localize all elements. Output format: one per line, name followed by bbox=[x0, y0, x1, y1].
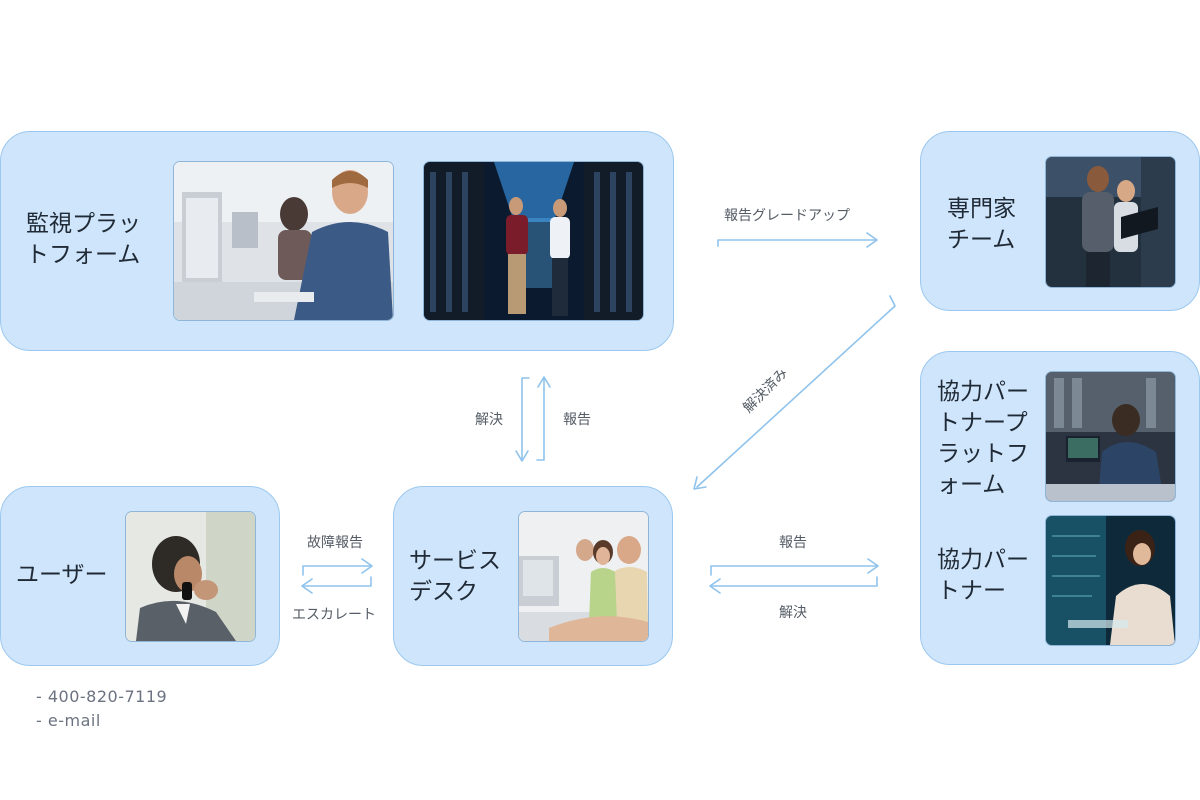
partner-platform-label: 協力パートナープラットフォーム bbox=[937, 379, 1029, 498]
escalation-label: エスカレート bbox=[292, 607, 376, 623]
fault-report-arrow bbox=[302, 565, 371, 576]
report-partner-label: 報告 bbox=[779, 535, 807, 551]
partner-label: 協力パートナー bbox=[937, 547, 1029, 604]
user-label: ユーザー bbox=[16, 562, 108, 588]
resolved-expert-label: 解決済み bbox=[740, 365, 792, 417]
resolve-monitor-arrow bbox=[521, 377, 530, 461]
fault-report-label: 故障報告 bbox=[307, 535, 363, 551]
resolve-monitor-label: 解決 bbox=[475, 412, 503, 428]
expert-team-photo bbox=[1045, 156, 1176, 288]
phone-user-photo bbox=[125, 511, 256, 642]
resolved-expert-arrow bbox=[696, 295, 896, 488]
resolve-partner-label: 解決 bbox=[779, 605, 807, 621]
resolve-partner-arrow bbox=[711, 576, 878, 587]
report-monitor-label: 報告 bbox=[563, 412, 591, 428]
escalate-arrow bbox=[717, 239, 876, 247]
escalate-label: 報告グレードアップ bbox=[724, 208, 850, 224]
partner-platform-photo bbox=[1045, 371, 1176, 502]
service-desk-label: サービスデスク bbox=[409, 548, 501, 605]
expert-team-label: 専門家チーム bbox=[947, 196, 1016, 253]
contact-email: - e-mail bbox=[36, 711, 101, 730]
report-partner-arrow bbox=[710, 565, 877, 576]
report-monitor-arrow bbox=[536, 377, 545, 461]
office-workers-photo bbox=[173, 161, 394, 321]
partner-photo bbox=[1045, 515, 1176, 646]
contact-phone: - 400-820-7119 bbox=[36, 687, 168, 706]
server-room-photo bbox=[423, 161, 644, 321]
service-desk-photo bbox=[518, 511, 649, 642]
escalation-arrow bbox=[303, 576, 372, 587]
monitoring-platform-label: 監視プラットフォーム bbox=[26, 211, 141, 268]
